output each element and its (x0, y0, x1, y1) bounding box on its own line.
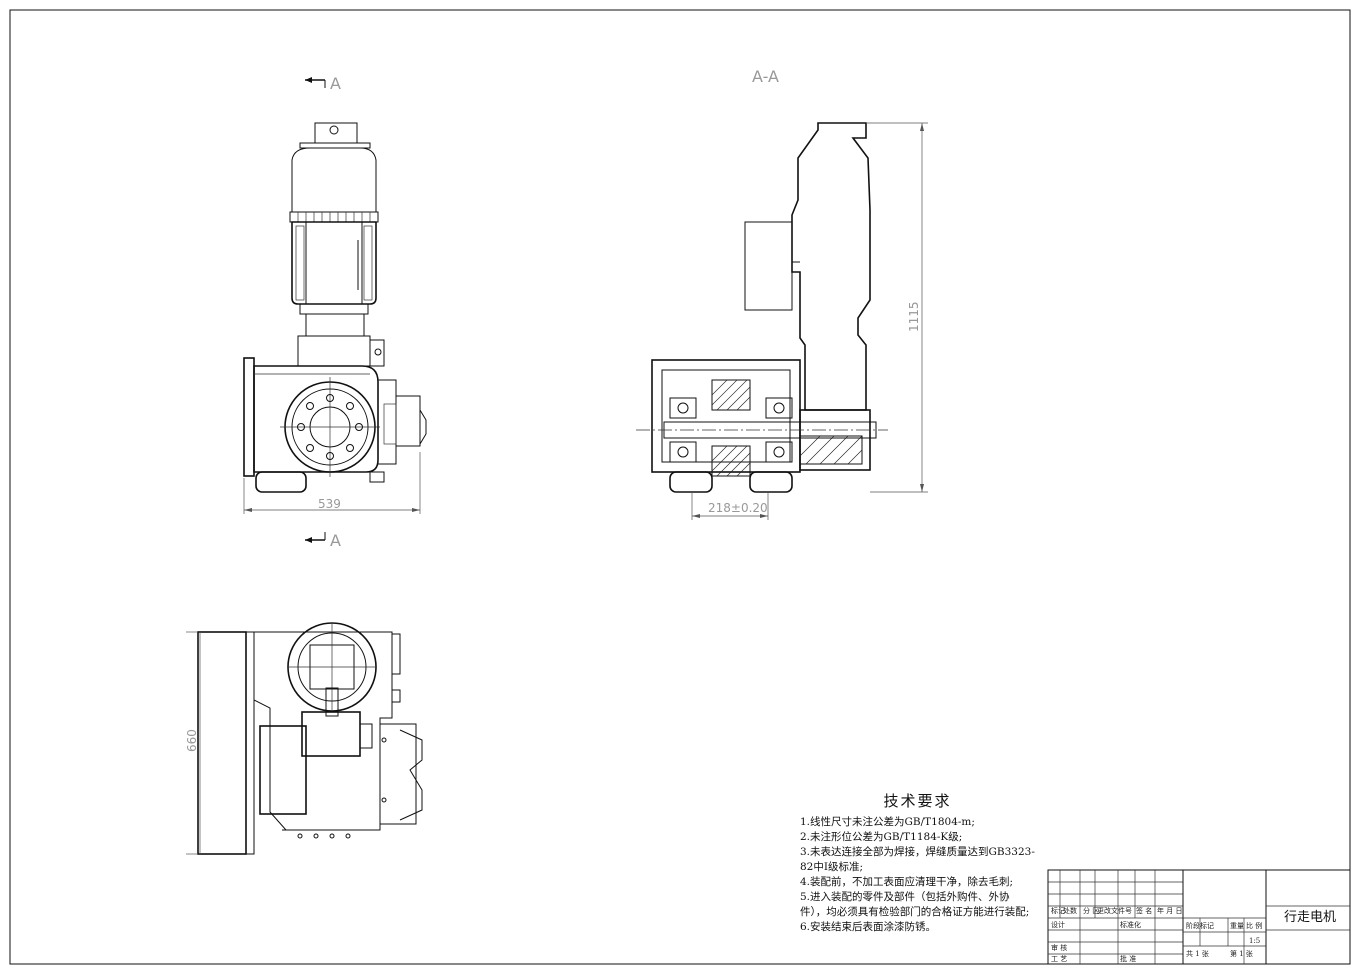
tb-label-process: 工 艺 (1051, 955, 1067, 963)
tb-label-stage: 阶段标记 (1186, 921, 1214, 930)
note-item: 3.未表达连接全部为焊接，焊缝质量达到GB3323-82中Ⅰ级标准; (800, 846, 1035, 873)
title-block: 标记 处数 分 区 更改文件号 签 名 年 月 日 设计 标准化 审 核 工 艺… (1047, 869, 1351, 965)
tb-label-change-doc: 更改文件号 (1097, 906, 1132, 915)
notes-title: 技术要求 (883, 792, 952, 810)
dim-front-width: 539 (318, 497, 341, 511)
top-view: 660 (185, 622, 423, 855)
tb-label-design: 设计 (1051, 920, 1065, 929)
tb-label-weight: 重量 (1230, 922, 1244, 930)
tb-label-date: 年 月 日 (1157, 906, 1182, 915)
tb-label-review: 审 核 (1051, 943, 1067, 952)
section-title: A-A (752, 67, 779, 86)
section-marker-bottom: A (330, 531, 341, 550)
tb-label-signature: 签 名 (1136, 906, 1152, 915)
note-item: 2.未注形位公差为GB/T1184-K级; (800, 831, 963, 843)
tb-label-mark: 标记 (1051, 906, 1065, 915)
part-name: 行走电机 (1283, 910, 1336, 925)
front-view: 539 A A (243, 74, 427, 550)
tb-label-standardize: 标准化 (1120, 920, 1141, 929)
dim-section-height: 1115 (907, 301, 921, 332)
tb-label-ratio: 比 例 (1246, 921, 1262, 930)
dim-top-depth: 660 (185, 729, 199, 752)
note-item: 6.安装结束后表面涂漆防锈。 (800, 921, 937, 933)
note-item: 1.线性尺寸未注公差为GB/T1804-m; (800, 816, 975, 828)
tb-label-approve: 批 准 (1120, 954, 1136, 963)
tb-label-zone: 分 区 (1083, 906, 1099, 915)
tb-label-count: 处数 (1063, 906, 1077, 915)
section-marker-top: A (330, 74, 341, 93)
note-item: 5.进入装配的零件及部件（包括外购件、外协件），均必须具有检验部门的合格证方能进… (800, 891, 1030, 918)
technical-notes: 技术要求 1.线性尺寸未注公差为GB/T1804-m; 2.未注形位公差为GB/… (800, 790, 1035, 935)
tb-scale: 1:5 (1249, 937, 1260, 945)
tb-sheet-no: 第 1 张 (1230, 949, 1253, 958)
tb-total-sheets: 共 1 张 (1186, 949, 1209, 958)
section-view: A-A (636, 67, 928, 520)
dim-wheel-gauge: 218±0.20 (708, 501, 768, 515)
note-item: 4.装配前，不加工表面应清理干净，除去毛刺; (800, 876, 1014, 888)
sheet-border (9, 9, 1351, 965)
